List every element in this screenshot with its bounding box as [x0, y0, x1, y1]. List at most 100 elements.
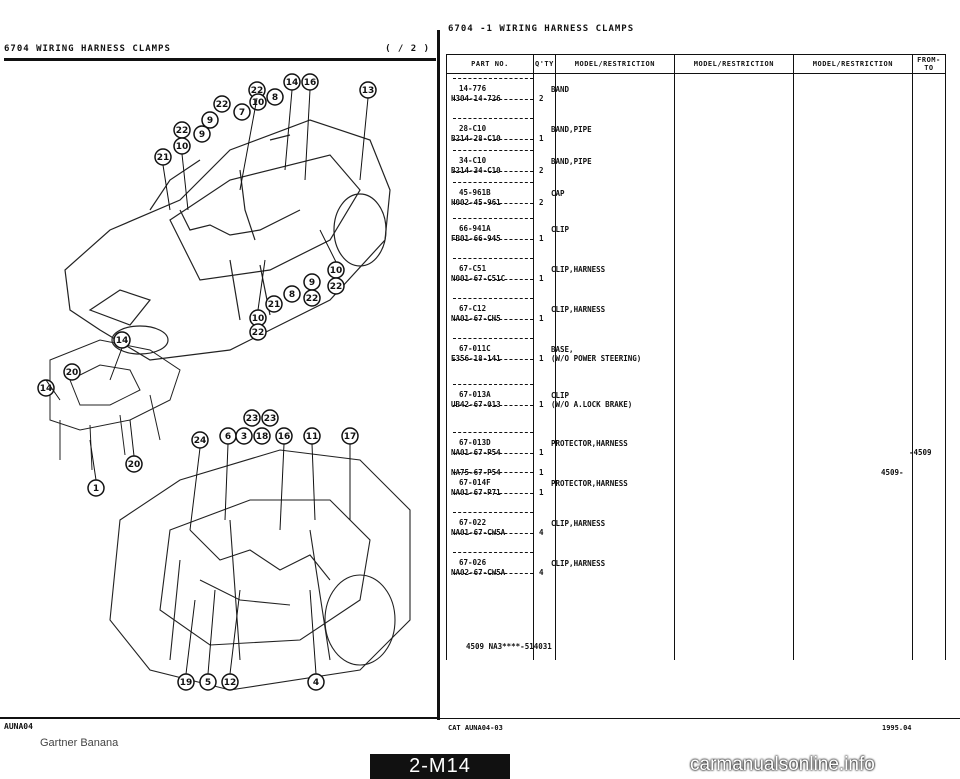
part-group-box: 67-026: [453, 552, 533, 574]
callout-10: 10: [327, 261, 345, 279]
part-number: B214-34-C10: [451, 166, 501, 175]
callout-14: 14: [37, 379, 55, 397]
callout-10: 10: [249, 93, 267, 111]
part-description: CAP: [551, 189, 565, 198]
callout-17: 17: [341, 427, 359, 445]
car-underside-view: [109, 449, 411, 691]
callout-24: 24: [191, 431, 209, 449]
svg-text:10: 10: [176, 142, 189, 152]
part-group-box: 34-C10: [453, 150, 533, 172]
watermark: carmanualsonline.info: [690, 754, 875, 775]
callout-22: 22: [303, 289, 321, 307]
svg-text:20: 20: [66, 368, 79, 378]
svg-text:22: 22: [306, 294, 319, 304]
part-group-code: 28-C10: [459, 124, 487, 133]
callout-9: 9: [201, 111, 219, 129]
left-header-page: ( / 2 ): [385, 44, 430, 54]
right-header-title: 6704 -1 WIRING HARNESS CLAMPS: [448, 24, 635, 34]
svg-text:17: 17: [344, 432, 357, 442]
part-description: PROTECTOR,HARNESS: [551, 479, 628, 488]
col-qty: Q'TY: [533, 54, 556, 74]
callout-23: 23: [243, 409, 261, 427]
callout-8: 8: [266, 88, 284, 106]
part-group-box: 14-776: [453, 78, 533, 100]
part-group-code: 34-C10: [459, 156, 487, 165]
left-footer: AUNA04: [4, 722, 33, 731]
callout-markers: 22 14 16 13 8 22 10 9 7 22 9 10 21 10 9 …: [37, 73, 377, 691]
part-description: BAND: [551, 85, 570, 94]
part-number: NA02-67-CW5A: [451, 568, 506, 577]
part-quantity: 2: [539, 94, 544, 103]
part-description: PROTECTOR,HARNESS: [551, 439, 628, 448]
svg-text:9: 9: [199, 130, 205, 140]
part-quantity: 2: [539, 166, 544, 175]
callout-4: 4: [307, 673, 325, 691]
callout-22: 22: [249, 323, 267, 341]
part-description: BAND,PIPE: [551, 157, 592, 166]
part-description: BASE, (W/O POWER STEERING): [551, 345, 642, 363]
callout-10: 10: [173, 137, 191, 155]
part-description: CLIP,HARNESS: [551, 265, 606, 274]
svg-text:20: 20: [128, 460, 141, 470]
serial-range: -4509: [909, 448, 932, 457]
svg-text:22: 22: [176, 126, 189, 136]
svg-text:21: 21: [268, 300, 281, 310]
left-baseline: [0, 717, 437, 719]
callout-6: 6: [219, 427, 237, 445]
part-quantity: 2: [539, 198, 544, 207]
part-quantity: 4: [539, 568, 544, 577]
svg-text:16: 16: [304, 78, 317, 88]
callout-22: 22: [173, 121, 191, 139]
credit-text: Gartner Banana: [40, 737, 119, 749]
left-header: 6704 WIRING HARNESS CLAMPS ( / 2 ): [4, 44, 436, 61]
part-group-code: 67-C12: [459, 304, 487, 313]
callout-21: 21: [154, 148, 172, 166]
callout-5: 5: [199, 673, 217, 691]
callout-20: 20: [63, 363, 81, 381]
svg-text:6: 6: [225, 432, 231, 442]
callout-19: 19: [177, 673, 195, 691]
car-top-view: [64, 119, 391, 361]
callout-21: 21: [265, 295, 283, 313]
svg-text:13: 13: [362, 86, 375, 96]
part-number: FB01-66-945: [451, 234, 501, 243]
part-quantity: 4: [539, 528, 544, 537]
part-group-code: 67-011C: [459, 344, 491, 353]
part-number: N001-67-C51C: [451, 274, 506, 283]
part-quantity: 1: [539, 234, 544, 243]
callout-20: 20: [125, 455, 143, 473]
svg-text:21: 21: [157, 153, 170, 163]
svg-text:22: 22: [251, 86, 264, 96]
callout-1: 1: [87, 479, 105, 497]
left-header-title: 6704 WIRING HARNESS CLAMPS: [4, 44, 171, 54]
part-quantity: 1: [539, 468, 544, 477]
col-part-no: PART NO.: [446, 54, 534, 74]
svg-text:8: 8: [289, 290, 295, 300]
callout-14: 14: [113, 331, 131, 349]
col-from-to: FROM-TO: [911, 54, 947, 74]
svg-text:9: 9: [207, 116, 213, 126]
svg-text:12: 12: [224, 678, 237, 688]
leader-lines: [45, 89, 369, 675]
part-number: B214-28-C10: [451, 134, 501, 143]
part-group-box: 66-941A: [453, 218, 533, 240]
part-group-code: 67-013D: [459, 438, 491, 447]
part-quantity: 1: [539, 134, 544, 143]
part-description: CLIP,HARNESS: [551, 519, 606, 528]
svg-text:24: 24: [194, 436, 207, 446]
callout-8: 8: [283, 285, 301, 303]
part-quantity: 1: [539, 274, 544, 283]
part-group-box: 67-013A: [453, 384, 533, 406]
table-header-row: PART NO. Q'TY MODEL/RESTRICTION MODEL/RE…: [446, 54, 947, 74]
svg-text:22: 22: [216, 100, 229, 110]
right-footer: CAT AUNA04-03: [448, 724, 503, 732]
svg-text:18: 18: [256, 432, 269, 442]
part-number: H002-45-961: [451, 198, 501, 207]
part-group-code: 66-941A: [459, 224, 491, 233]
svg-text:3: 3: [241, 432, 247, 442]
svg-text:10: 10: [252, 98, 265, 108]
part-description: CLIP,HARNESS: [551, 559, 606, 568]
svg-text:8: 8: [272, 93, 278, 103]
col-model-1: MODEL/RESTRICTION: [554, 54, 675, 74]
part-group-box: 67-013D: [453, 432, 533, 454]
